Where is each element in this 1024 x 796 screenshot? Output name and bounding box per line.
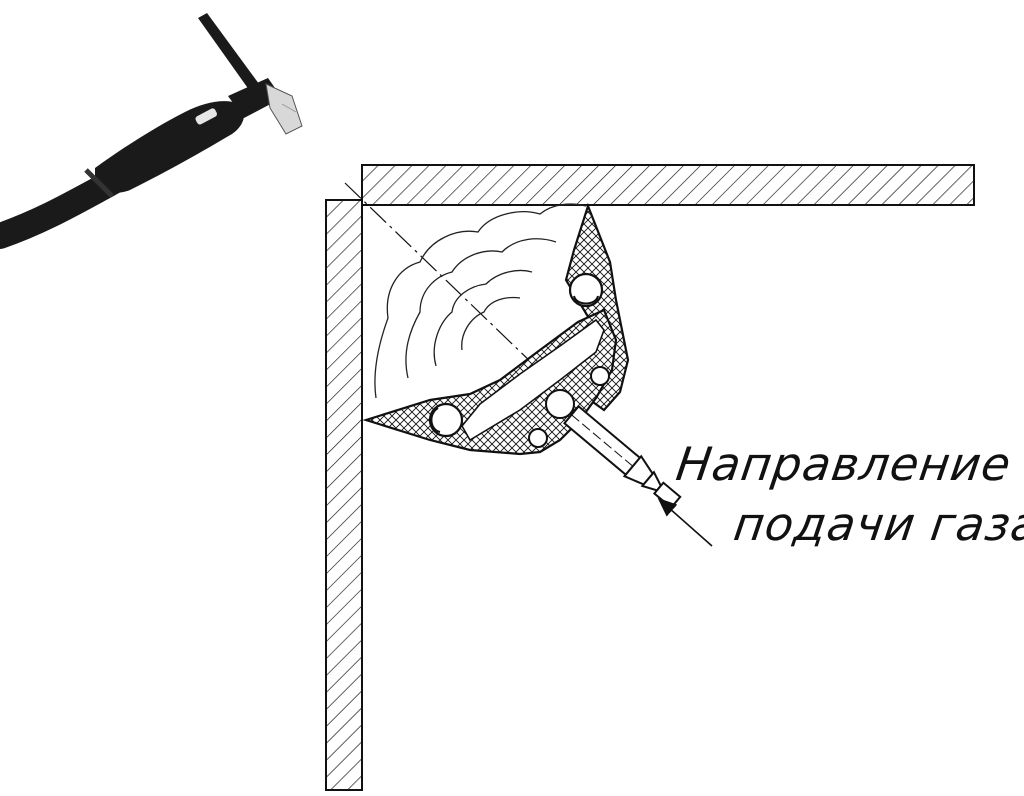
clip-hole-upper xyxy=(568,272,604,308)
vent-hole-1 xyxy=(590,366,610,386)
tig-welding-torch-icon xyxy=(0,13,303,249)
top-metal-plate xyxy=(361,164,975,206)
caption-line-1: Направление xyxy=(673,437,1015,491)
gas-inlet-fitting xyxy=(563,404,682,509)
clip-hole-lower xyxy=(428,402,464,438)
vent-hole-3 xyxy=(545,389,575,419)
vent-hole-2 xyxy=(528,428,548,448)
caption-line-2: подачи газа xyxy=(731,497,1024,551)
weld-corner xyxy=(326,165,363,201)
purge-gasket-profile xyxy=(362,202,630,456)
left-metal-plate xyxy=(325,199,363,791)
gas-flow-arrow-icon xyxy=(657,497,713,547)
shielding-gas-cloud xyxy=(374,203,587,399)
symmetry-axis xyxy=(344,182,561,391)
